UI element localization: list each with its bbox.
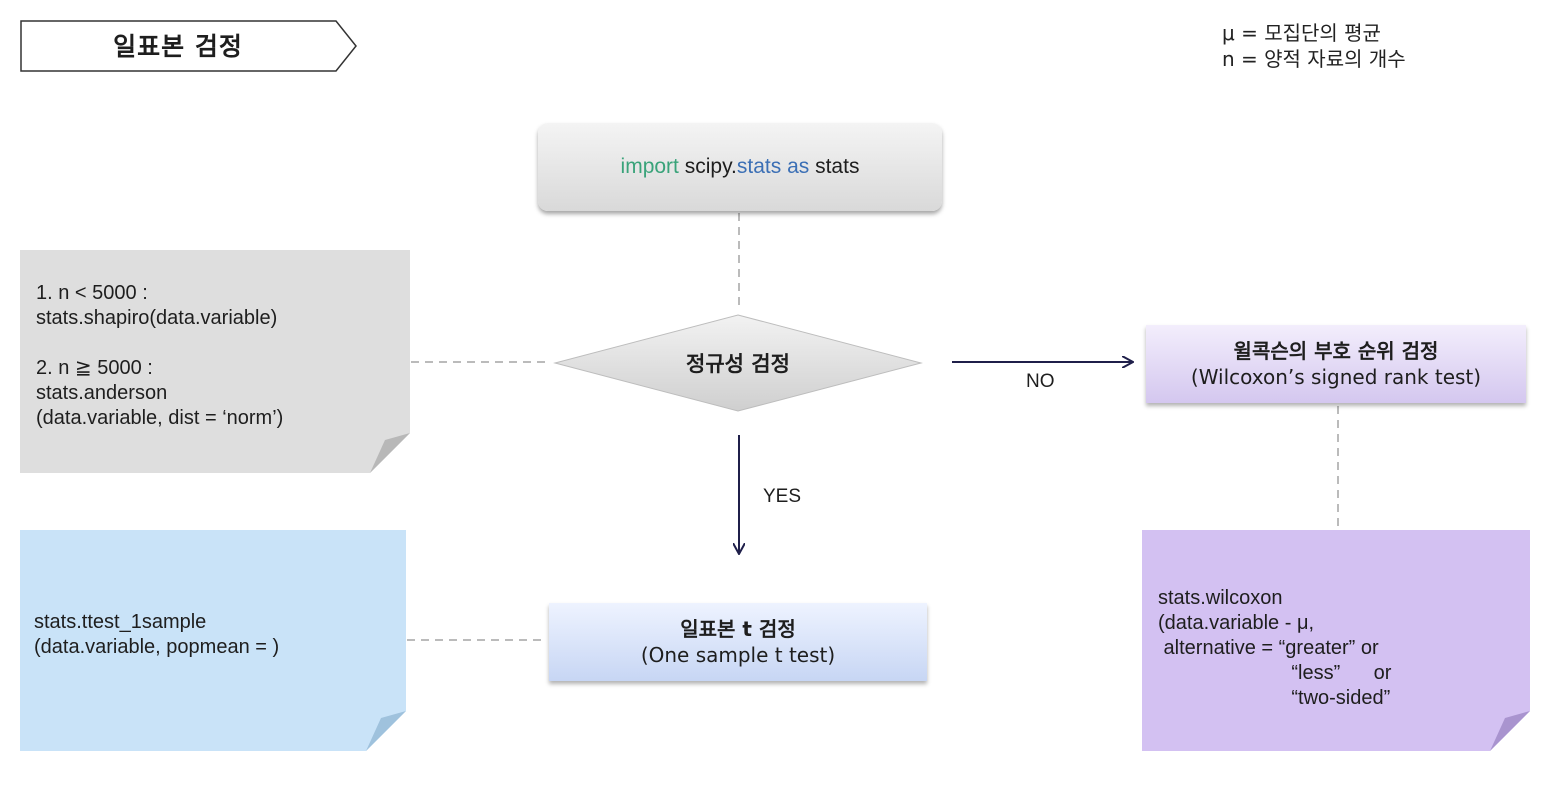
ttest-code-note: stats.ttest_1sample (data.variable, popm… <box>20 530 406 751</box>
legend-n: n = 양적 자료의 개수 <box>1222 47 1406 71</box>
normality-test-note: 1. n < 5000 : stats.shapiro(data.variabl… <box>20 250 410 473</box>
ttest-subtitle: (One sample t test) <box>640 643 836 667</box>
keyword-as: as <box>787 155 810 178</box>
title-pentagon-shape <box>20 20 357 72</box>
decision-label: 정규성 검정 <box>686 352 790 376</box>
note-shape-blue <box>20 530 406 751</box>
decision-diamond <box>553 314 923 412</box>
ttest-code: stats.ttest_1sample (data.variable, popm… <box>34 611 280 658</box>
wilcoxon-test-box: 윌콕슨의 부호 순위 검정 (Wilcoxon’s signed rank te… <box>1146 325 1526 403</box>
no-label: NO <box>1026 371 1055 392</box>
import-statement-box: import scipy.stats as stats <box>538 123 942 211</box>
note-shape-grey <box>20 250 410 473</box>
keyword-import: import <box>620 155 679 178</box>
one-sample-t-test-box: 일표본 t 검정 (One sample t test) <box>549 603 927 681</box>
wilcoxon-subtitle: (Wilcoxon’s signed rank test) <box>1190 365 1482 389</box>
module-name: scipy. <box>684 155 737 178</box>
wilcoxon-code-note: stats.wilcoxon (data.variable - μ, alter… <box>1142 530 1530 751</box>
wilcoxon-title: 윌콕슨의 부호 순위 검정 <box>1233 339 1439 363</box>
legend-mu: μ = 모집단의 평균 <box>1222 21 1381 45</box>
alias-name: stats <box>815 155 860 178</box>
ttest-title: 일표본 t 검정 <box>680 617 796 641</box>
page-title: 일표본 검정 <box>113 32 243 61</box>
wilcoxon-code: stats.wilcoxon (data.variable - μ, alter… <box>1158 587 1392 709</box>
title-tag: 일표본 검정 <box>20 20 357 72</box>
normality-test-code: 1. n < 5000 : stats.shapiro(data.variabl… <box>36 282 284 429</box>
yes-label: YES <box>763 486 802 507</box>
module-stats: stats <box>736 155 782 178</box>
note-shape-purple <box>1142 530 1530 751</box>
